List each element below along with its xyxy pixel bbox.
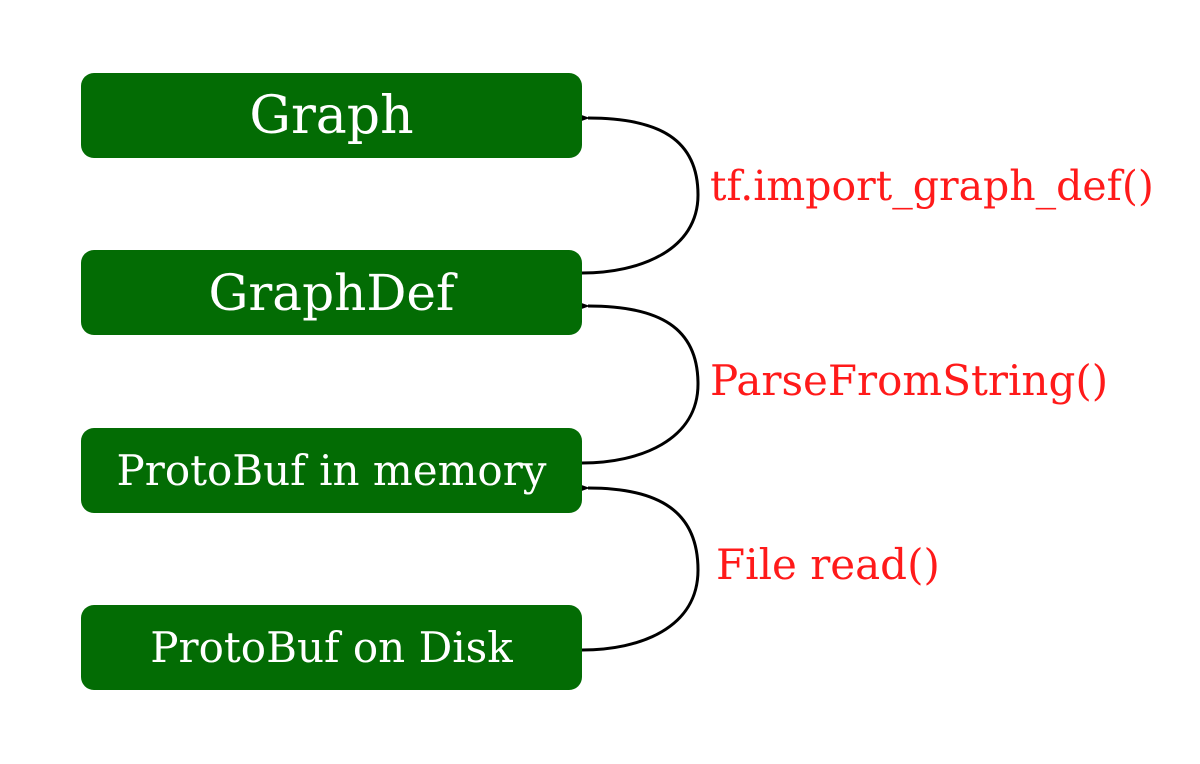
- arrow-graphdef-to-graph: [555, 105, 700, 275]
- edge-label-import-graph-def: tf.import_graph_def(): [710, 162, 1154, 210]
- edge-label-file-read: File read(): [716, 540, 940, 589]
- node-protobuf-in-memory: ProtoBuf in memory: [81, 428, 582, 513]
- node-graphdef: GraphDef: [81, 250, 582, 335]
- arrow-disk-to-memory: [555, 475, 700, 652]
- edge-label-parse-from-string: ParseFromString(): [710, 356, 1109, 405]
- node-graph: Graph: [81, 73, 582, 158]
- node-protobuf-on-disk: ProtoBuf on Disk: [81, 605, 582, 690]
- arrow-memory-to-graphdef: [555, 293, 700, 465]
